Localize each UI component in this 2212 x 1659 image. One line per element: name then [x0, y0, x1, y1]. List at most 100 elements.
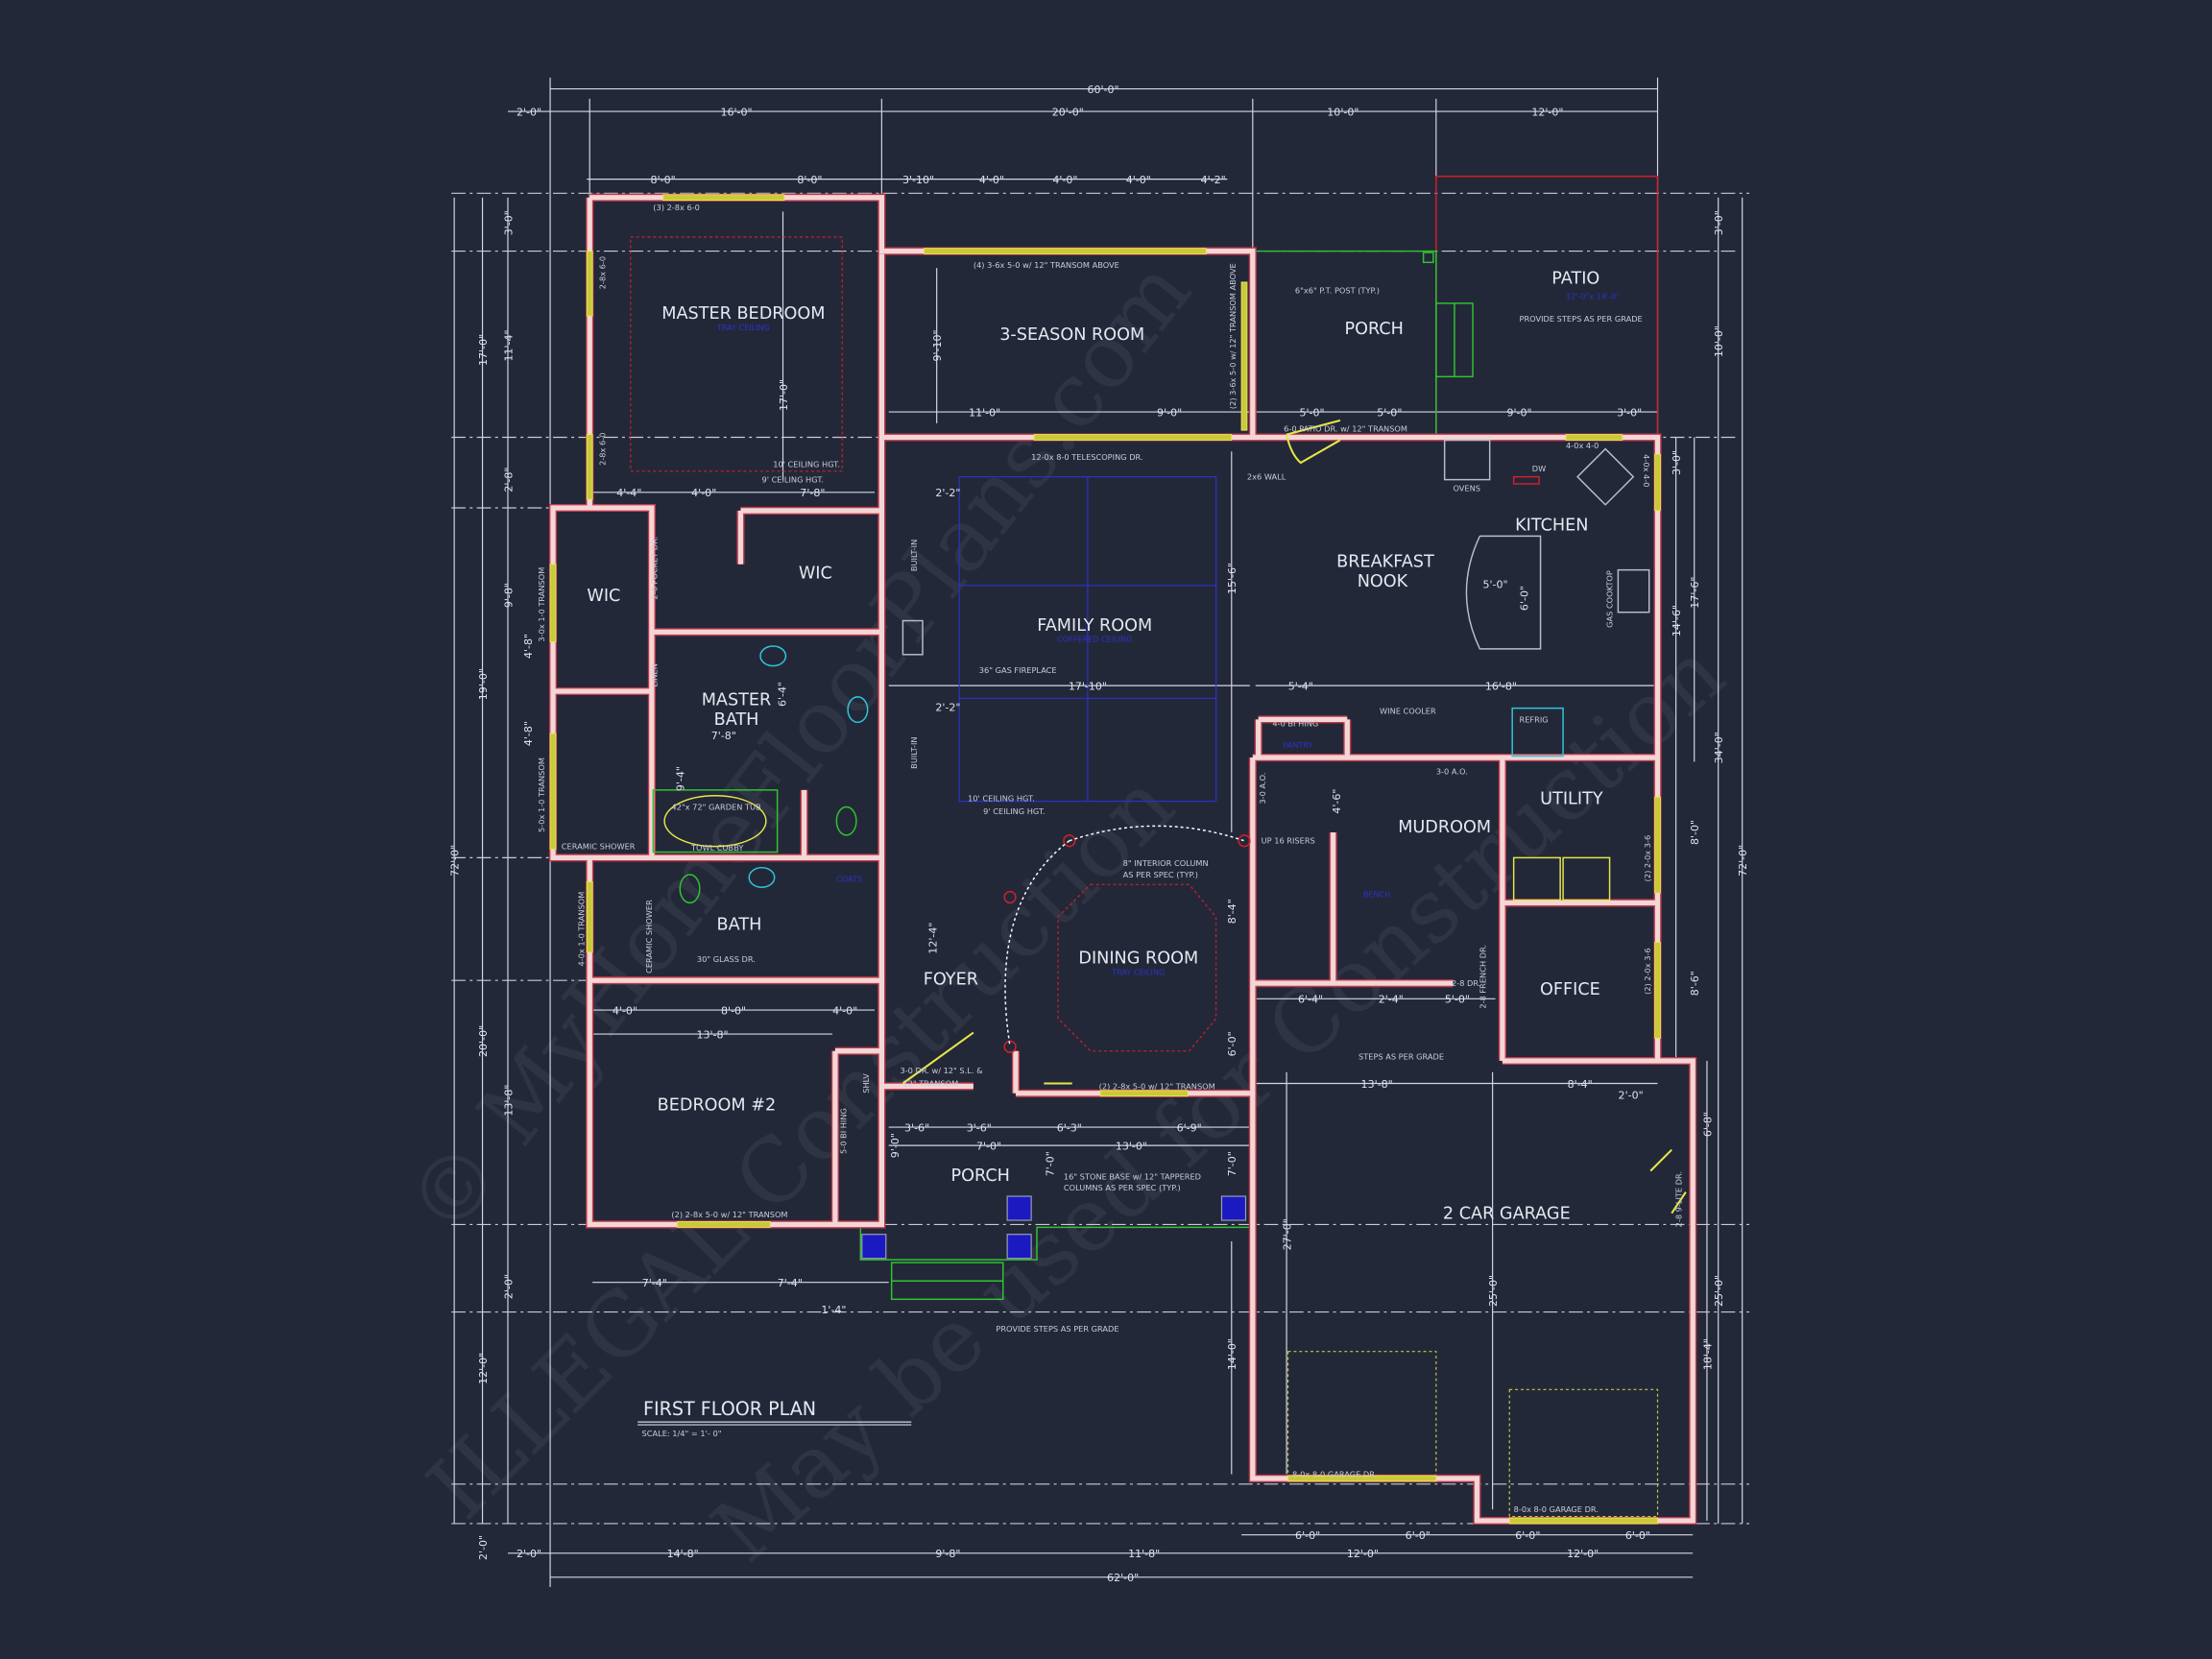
dimension: 5'-0": [1299, 406, 1324, 419]
dimensions-interior: 17'-0" 9'-10" 11'-0" 9'-0" 5'-0" 5'-0" 9…: [613, 329, 1644, 1370]
note: 4-0 BI HING: [1272, 719, 1318, 729]
note: 3-0 A.O.: [1258, 773, 1267, 805]
door-swings: [902, 419, 1687, 1214]
room-family: FAMILY ROOM: [1037, 616, 1152, 636]
dimension: 9'-0": [1506, 406, 1531, 419]
room-mudroom: MUDROOM: [1398, 818, 1491, 837]
dimension: 18'-4": [1701, 1338, 1714, 1370]
dimension: 10'-0": [1327, 106, 1358, 118]
dimension: 17'-0": [778, 379, 790, 411]
dimensions-right: 72'-0" 34'-0" 10'-0" 3'-0" 25'-0" 17'-6"…: [1671, 210, 1749, 1370]
room-three-season: 3-SEASON ROOM: [999, 325, 1144, 345]
dimension: 9'-8": [935, 1548, 960, 1560]
dimension: 4'-8": [522, 721, 535, 746]
dimension: 34'-0": [1713, 732, 1725, 763]
dimension: 11'-0": [969, 406, 1000, 419]
dimension: 6'-4": [1298, 994, 1323, 1006]
dimension: 16'-8": [1485, 681, 1517, 693]
dimension: 6'-0": [1515, 1529, 1540, 1542]
dimension: 9'-8": [502, 583, 515, 608]
fixtures: [652, 439, 1650, 1053]
note: WINE COOLER: [1380, 707, 1436, 716]
note: 12" TRANSOM: [902, 1078, 958, 1088]
dimension: 6'-0": [1625, 1529, 1650, 1542]
ceiling-label: TRAY CEILING: [1111, 967, 1165, 976]
ceiling-label: TRAY CEILING: [716, 323, 770, 332]
dimension: 4'-8": [522, 634, 535, 659]
dimension: 8'-0": [1689, 820, 1701, 845]
dimension: 72'-0": [449, 845, 462, 877]
bench-label: BENCH: [1363, 890, 1390, 900]
note: (2) 2-0x 3-6: [1643, 835, 1652, 882]
dimension: 2'-0": [477, 1535, 490, 1560]
note: (2) 2-8x 5-0 w/ 12" TRANSOM: [671, 1210, 787, 1219]
note: UP 16 RISERS: [1262, 836, 1315, 846]
title-block: FIRST FLOOR PLAN SCALE: 1/4" = 1'- 0": [637, 1398, 912, 1438]
dimension: 4'-4": [616, 487, 641, 499]
dimension: 7'-0": [976, 1141, 1001, 1153]
dimension: 17'-6": [1689, 577, 1701, 609]
room-dining: DINING ROOM: [1078, 950, 1198, 969]
dimension: 8'-4": [1226, 899, 1238, 924]
dimension: 4'-0": [1126, 174, 1151, 186]
dimension: 9'-0": [1157, 406, 1182, 419]
note: (2) 3-6x 5-0 w/ 12" TRANSOM ABOVE: [1228, 263, 1238, 409]
dimension: 60'-0": [1088, 84, 1119, 96]
dimension: 13'-8": [1361, 1078, 1393, 1091]
dimension: 20'-0": [477, 1025, 490, 1057]
room-nook: NOOK: [1358, 572, 1408, 591]
room-kitchen: KITCHEN: [1515, 516, 1588, 535]
note: 2-8x 6-0: [597, 433, 607, 466]
dimension: 7'-8": [800, 487, 825, 499]
dimensions-top: 60'-0" 2'-0" 16'-0" 20'-0" 10'-0" 12'-0"…: [517, 84, 1563, 186]
note: 3-0 DR. w/ 12" S.L. &: [900, 1066, 983, 1075]
room-wic-left: WIC: [587, 587, 620, 606]
note: 2-8x 6-0: [597, 256, 607, 289]
dimension: 14'-8": [667, 1548, 699, 1560]
dimension: 4'-0": [691, 487, 716, 499]
note: 9' CEILING HGT.: [983, 806, 1046, 816]
note: REFRIG: [1520, 714, 1549, 724]
note: (4) 3-6x 5-0 w/ 12" TRANSOM ABOVE: [974, 260, 1119, 270]
dimension: 2'-0": [1619, 1090, 1644, 1102]
dimension: 17'-0": [477, 334, 490, 366]
note: 9' CEILING HGT.: [761, 475, 824, 485]
room-porch-rear: PORCH: [1344, 320, 1403, 339]
note: 2-6 POCKET DR.: [650, 537, 660, 600]
note: CERAMIC SHOWER: [562, 842, 636, 852]
note: 5-0 BI HING: [839, 1108, 849, 1154]
dimension: 8'-0": [797, 174, 822, 186]
note: (2) 2-0x 3-6: [1643, 948, 1652, 995]
note: SHLV: [861, 1073, 871, 1094]
note: STEPS AS PER GRADE: [1358, 1052, 1444, 1062]
windows: [549, 194, 1661, 1525]
room-office: OFFICE: [1540, 980, 1600, 999]
note: (2) 2-8x 5-0 w/ 12" TRANSOM: [1099, 1081, 1215, 1091]
dimension: 4'-0": [613, 1004, 637, 1017]
dimension: 4'-0": [832, 1004, 857, 1017]
room-patio: PATIO: [1551, 269, 1599, 288]
dimension: 13'-8": [502, 1085, 515, 1117]
patio-size: 12'-0"x 14'-0": [1566, 292, 1620, 301]
drawing-scale: SCALE: 1/4" = 1'- 0": [642, 1429, 722, 1438]
dimension: 9'-4": [675, 766, 687, 791]
dimension: 72'-0": [1737, 845, 1749, 877]
dimension: 25'-0": [1487, 1275, 1500, 1307]
dimension: 2'-4": [1379, 994, 1404, 1006]
dimension: 5'-4": [1288, 681, 1313, 693]
room-breakfast: BREAKFAST: [1336, 553, 1434, 572]
room-master-bedroom: MASTER BEDROOM: [661, 304, 825, 324]
dimension: 19'-0": [477, 668, 490, 700]
note: 8" INTERIOR COLUMN: [1123, 858, 1209, 868]
dimension: 15'-6": [1226, 563, 1238, 594]
dimension: 13'-8": [696, 1028, 728, 1041]
room-bedroom-2: BEDROOM #2: [658, 1095, 777, 1115]
dimension: 4'-6": [1331, 789, 1343, 814]
note: BUILT-IN: [909, 736, 919, 768]
room-wic-right: WIC: [799, 564, 832, 583]
dimension: 12'-0": [477, 1353, 490, 1384]
dimension: 4'-0": [1052, 174, 1077, 186]
dimension: 2'-2": [935, 702, 960, 714]
